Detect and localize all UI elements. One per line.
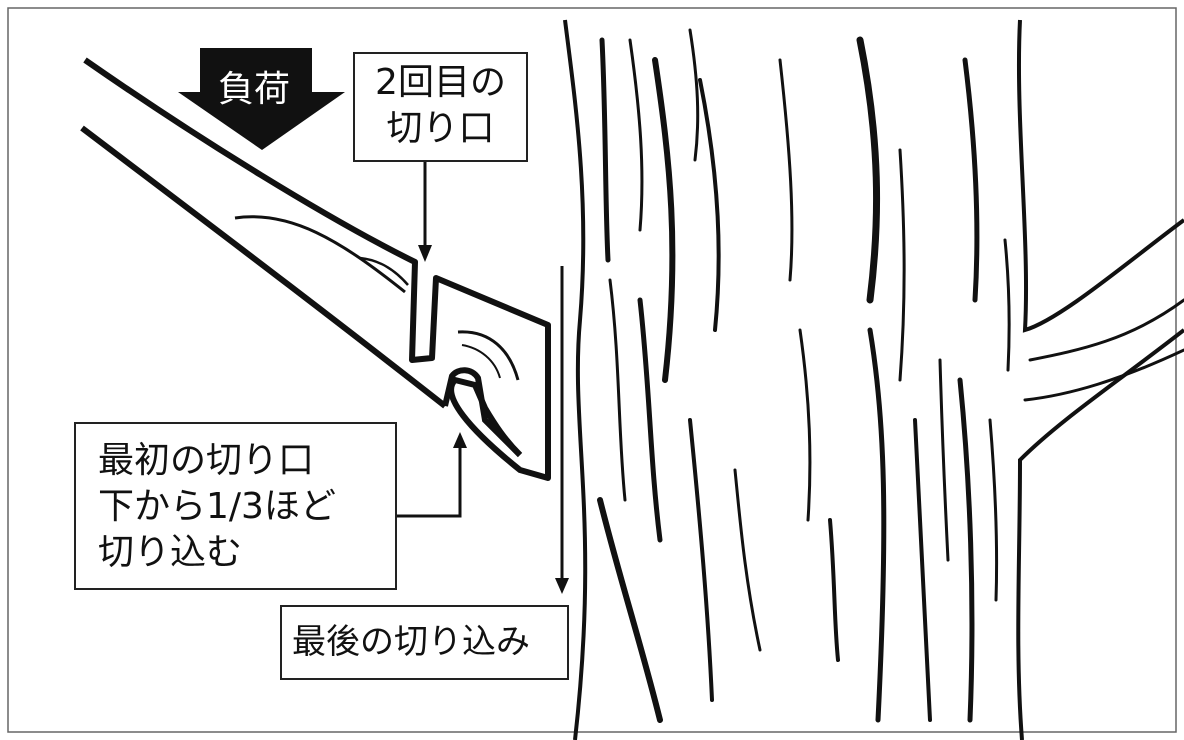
branch-grain-3 <box>457 330 520 381</box>
second-cut-callout: 2回目の 切り口 <box>353 52 528 162</box>
first-cut-line-1: 最初の切り口 <box>98 440 315 481</box>
branch-grain-2 <box>359 256 409 286</box>
first-cut-notch <box>442 367 523 458</box>
final-cut-label: 最後の切り込み <box>292 622 530 662</box>
first-cut-pointer <box>397 445 462 518</box>
trunk-grain <box>597 28 1184 723</box>
first-cut-arrowhead <box>453 432 467 448</box>
second-cut-line-1: 2回目の <box>375 62 506 103</box>
first-cut-line-3: 切り込む <box>98 532 243 573</box>
second-cut-arrowhead <box>418 245 432 262</box>
frame-border <box>7 7 1177 733</box>
branch-grain-1 <box>234 215 406 294</box>
trunk-right-edge <box>1016 19 1184 333</box>
branch-grain-4 <box>461 344 501 379</box>
branch-lower-edge <box>80 125 447 409</box>
load-label: 負荷 <box>218 69 291 110</box>
final-cut-callout: 最後の切り込み <box>280 605 569 680</box>
first-cut-line-2: 下から1/3ほど <box>98 486 336 527</box>
trunk-right-lower-edge <box>1016 328 1184 740</box>
load-arrow <box>178 48 345 150</box>
trunk-left-edge <box>563 19 588 740</box>
second-cut-line-2: 切り口 <box>386 108 495 149</box>
first-cut-callout: 最初の切り口 下から1/3ほど 切り込む <box>74 422 397 590</box>
final-cut-arrowhead <box>555 578 569 594</box>
